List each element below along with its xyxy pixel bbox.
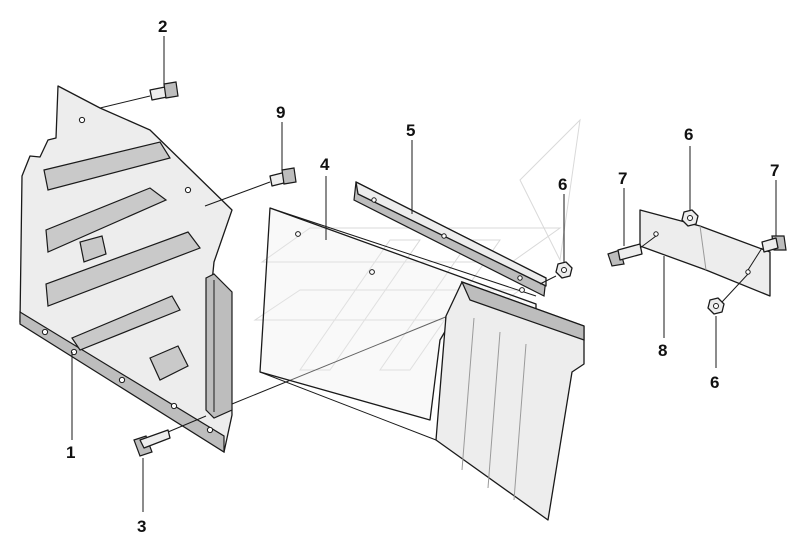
nut-part-6-center — [539, 194, 573, 285]
bolt-part-9 — [204, 122, 297, 207]
nut-part-6-top — [681, 146, 699, 227]
bolt-part-7-left — [607, 188, 657, 267]
callout-7-left: 7 — [618, 169, 627, 188]
side-panel-part-1 — [19, 85, 233, 454]
callout-3: 3 — [137, 517, 146, 536]
callout-8: 8 — [658, 341, 667, 360]
watermark-logo — [253, 118, 581, 371]
callout-5: 5 — [406, 121, 415, 140]
callout-1: 1 — [66, 443, 75, 462]
bracket-part-8 — [639, 209, 771, 338]
nut-part-6-bottom — [707, 273, 749, 368]
callout-6-center: 6 — [558, 175, 567, 194]
callout-7-right: 7 — [770, 161, 779, 180]
bolt-part-3 — [133, 415, 207, 512]
callout-4: 4 — [320, 155, 330, 174]
callout-6-bottom: 6 — [710, 373, 719, 392]
rail-part-5 — [353, 140, 547, 297]
bolt-part-2 — [99, 36, 179, 109]
callout-2: 2 — [158, 17, 167, 36]
callout-9: 9 — [276, 103, 285, 122]
bolt-part-7-right — [747, 180, 787, 271]
callout-6-top: 6 — [684, 125, 693, 144]
mudflap — [259, 280, 585, 521]
